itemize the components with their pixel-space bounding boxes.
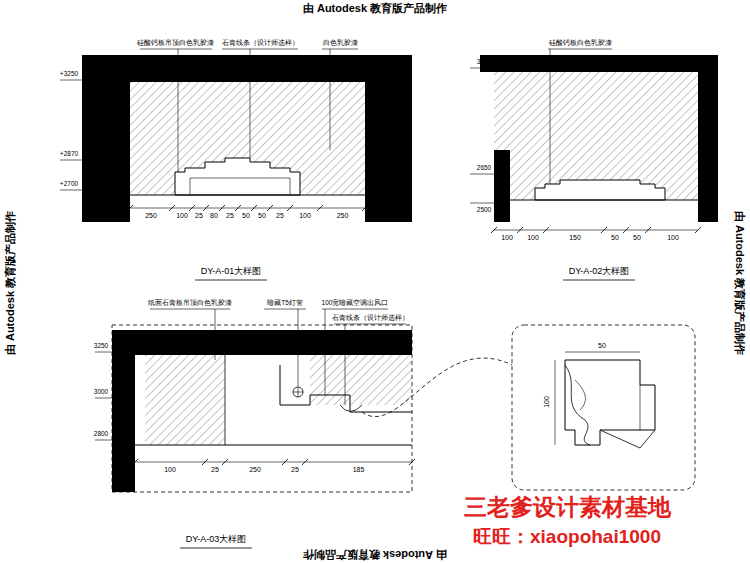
elevation-mark: 3000 xyxy=(94,388,108,395)
dimension: 100 xyxy=(667,234,679,242)
autodesk-watermark: 由 Autodesk 教育版产品制作 xyxy=(4,211,16,355)
autodesk-watermark: 由 Autodesk 教育版产品制作 xyxy=(734,211,746,355)
dimension: 50 xyxy=(258,212,266,220)
material-note: 石膏线条（设计师选样） xyxy=(222,39,299,46)
elevation-mark: 3250 xyxy=(94,342,108,349)
dimension: 50 xyxy=(611,234,619,242)
dimension: 100 xyxy=(543,396,551,408)
detail-caption: DY-A-03大样图 xyxy=(186,535,247,545)
material-note: 暗藏T5灯管 xyxy=(267,299,303,306)
material-note: 硅酸钙板白色乳胶漆 xyxy=(549,39,612,46)
dimension: 100 xyxy=(527,234,539,242)
dimension: 100 xyxy=(164,466,176,474)
dimension: 80 xyxy=(210,212,218,220)
elevation-mark: 3250 xyxy=(477,58,491,65)
enlarged-detail xyxy=(362,325,695,490)
dimension: 250 xyxy=(337,212,349,220)
dimension: 25 xyxy=(276,212,284,220)
dimension: 25 xyxy=(226,212,234,220)
material-note: 纸面石膏板吊顶白色乳胶漆 xyxy=(148,299,232,306)
autodesk-watermark: 由 Autodesk 教育版产品制作 xyxy=(303,2,447,14)
dimension: 25 xyxy=(291,466,299,474)
dimension: 50 xyxy=(633,234,641,242)
detail-caption: DY-A-01大样图 xyxy=(201,267,262,277)
material-note: 石膏线条（设计师选样） xyxy=(332,314,409,321)
dimension: 185 xyxy=(353,466,365,474)
dimension: 250 xyxy=(249,466,261,474)
dimension: 100 xyxy=(299,212,311,220)
detail-03 xyxy=(95,309,415,548)
elevation-mark: 2500 xyxy=(477,206,491,213)
dimension: 250 xyxy=(145,212,157,220)
elevation-mark: +2870 xyxy=(60,150,78,157)
detail-caption: DY-A-02大样图 xyxy=(569,267,630,277)
material-note: 硅酸钙板吊顶白色乳胶漆 xyxy=(137,39,214,46)
elevation-mark: +2700 xyxy=(60,180,78,187)
detail-02 xyxy=(470,49,718,280)
dimension: 100 xyxy=(176,212,188,220)
detail-01 xyxy=(60,49,412,280)
elevation-mark: +3250 xyxy=(60,70,78,77)
dimension: 50 xyxy=(598,342,606,350)
dimension: 25 xyxy=(211,466,219,474)
material-note: 白色乳胶漆 xyxy=(323,39,358,46)
elevation-mark: 2800 xyxy=(94,430,108,437)
material-note: 100宽暗藏空调出风口 xyxy=(322,299,389,306)
shop-watermark: 旺旺：xiaopohai1000 xyxy=(473,527,661,548)
shop-watermark: 三老爹设计素材基地 xyxy=(464,495,671,520)
dimension: 150 xyxy=(569,234,581,242)
dimension: 50 xyxy=(242,212,250,220)
dimension: 25 xyxy=(195,212,203,220)
autodesk-watermark: 由 Autodesk 教育版产品制作 xyxy=(303,549,447,561)
dimension: 100 xyxy=(501,234,513,242)
elevation-mark: 2650 xyxy=(477,164,491,171)
